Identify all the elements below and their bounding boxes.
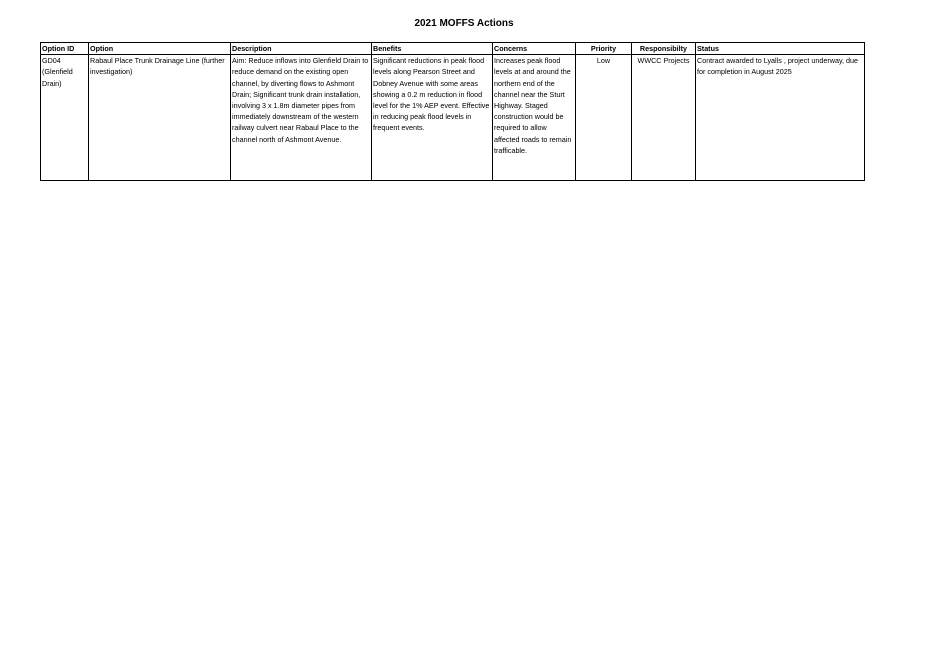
priority-text: Low (596, 56, 611, 66)
concerns-text: Increases peak flood levels at and aroun… (494, 56, 572, 155)
cell-status: Contract awarded to Lyalls , project und… (695, 54, 865, 182)
page-title: 2021 MOFFS Actions (414, 18, 514, 29)
description-text: Aim: Reduce inflows into Glenfield Drain… (232, 56, 369, 144)
cell-responsibility: WWCC Projects (631, 54, 696, 182)
cell-priority: Low (575, 54, 632, 182)
responsibility-text: WWCC Projects (637, 56, 690, 66)
option-text: Rabaul Place Trunk Drainage Line (furthe… (90, 56, 225, 77)
benefits-text: Significant reductions in peak flood lev… (373, 56, 490, 133)
table-header-row: Option ID Option Description Benefits Co… (40, 41, 865, 56)
table-row: GD04 (Glenfield Drain) Rabaul Place Trun… (40, 54, 865, 182)
column-header-responsibility: Responsibilty (631, 41, 696, 56)
column-header-option: Option (88, 41, 231, 56)
cell-concerns: Increases peak flood levels at and aroun… (492, 54, 576, 182)
column-header-option-id: Option ID (40, 41, 89, 56)
cell-option-id: GD04 (Glenfield Drain) (40, 54, 89, 182)
option-id-text: GD04 (Glenfield Drain) (42, 56, 73, 88)
cell-option: Rabaul Place Trunk Drainage Line (furthe… (88, 54, 231, 182)
column-header-concerns: Concerns (492, 41, 576, 56)
column-header-status: Status (695, 41, 865, 56)
status-text: Contract awarded to Lyalls , project und… (697, 56, 859, 77)
column-header-priority: Priority (575, 41, 632, 56)
cell-description: Aim: Reduce inflows into Glenfield Drain… (230, 54, 372, 182)
column-header-description: Description (230, 41, 372, 56)
actions-table: Option ID Option Description Benefits Co… (40, 41, 865, 182)
column-header-benefits: Benefits (371, 41, 493, 56)
cell-benefits: Significant reductions in peak flood lev… (371, 54, 493, 182)
